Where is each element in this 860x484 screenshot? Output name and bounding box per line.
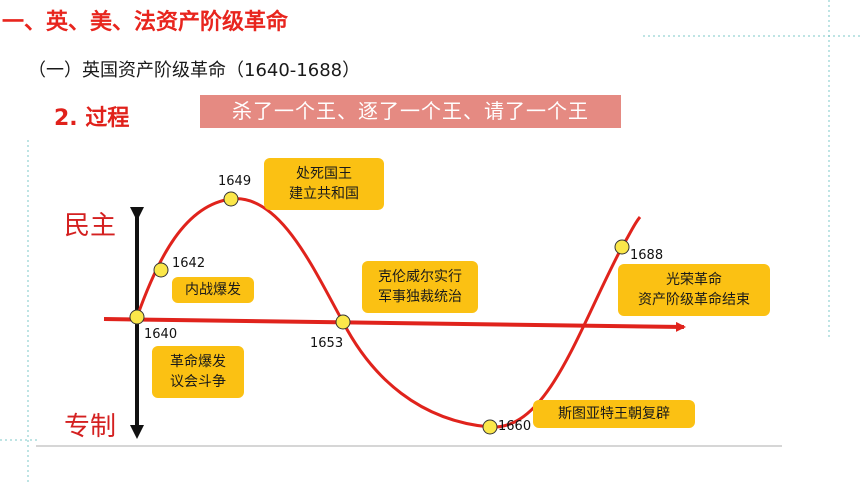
page-title: 一、英、美、法资产阶级革命 [2,10,289,35]
callout-cromwell-line2: 军事独裁统治 [378,289,462,305]
callout-glorious-revolution: 光荣革命 资产阶级革命结束 [618,264,770,316]
year-label-1642: 1642 [172,256,206,271]
callout-execution: 处死国王 建立共和国 [264,158,384,210]
callout-cromwell: 克伦威尔实行 军事独裁统治 [362,261,478,313]
callout-glorious-line1: 光荣革命 [666,272,722,288]
callout-revolution-line2: 议会斗争 [170,374,226,390]
year-label-1653: 1653 [310,336,344,351]
process-curve [135,197,642,429]
callout-civil-war-text: 内战爆发 [185,282,241,298]
axis-label-autocracy: 专制 [64,412,117,442]
point-1642 [153,262,169,278]
point-1660 [482,419,498,435]
callout-revolution-line1: 革命爆发 [170,354,226,370]
time-axis-arrow [103,317,686,332]
callout-cromwell-line1: 克伦威尔实行 [378,269,462,285]
callout-restoration-text: 斯图亚特王朝复辟 [558,406,670,422]
callout-execution-line2: 建立共和国 [289,186,359,202]
year-label-1660: 1660 [498,419,532,434]
year-label-1688: 1688 [630,248,664,263]
point-1653 [335,314,351,330]
summary-banner: 杀了一个王、逐了一个王、请了一个王 [200,95,621,128]
year-label-1640: 1640 [144,327,178,342]
callout-execution-line1: 处死国王 [296,166,352,182]
callout-glorious-line2: 资产阶级革命结束 [638,292,750,308]
step-heading: 2. 过程 [54,106,130,131]
point-1688 [614,239,630,255]
callout-civil-war: 内战爆发 [172,277,254,303]
callout-restoration: 斯图亚特王朝复辟 [533,400,695,428]
point-1649 [223,191,239,207]
point-1640 [129,309,145,325]
section-subtitle: （一）英国资产阶级革命（1640-1688） [28,60,361,81]
axis-label-democracy: 民主 [64,211,117,241]
year-label-1649: 1649 [218,174,252,189]
callout-revolution: 革命爆发 议会斗争 [152,346,244,398]
